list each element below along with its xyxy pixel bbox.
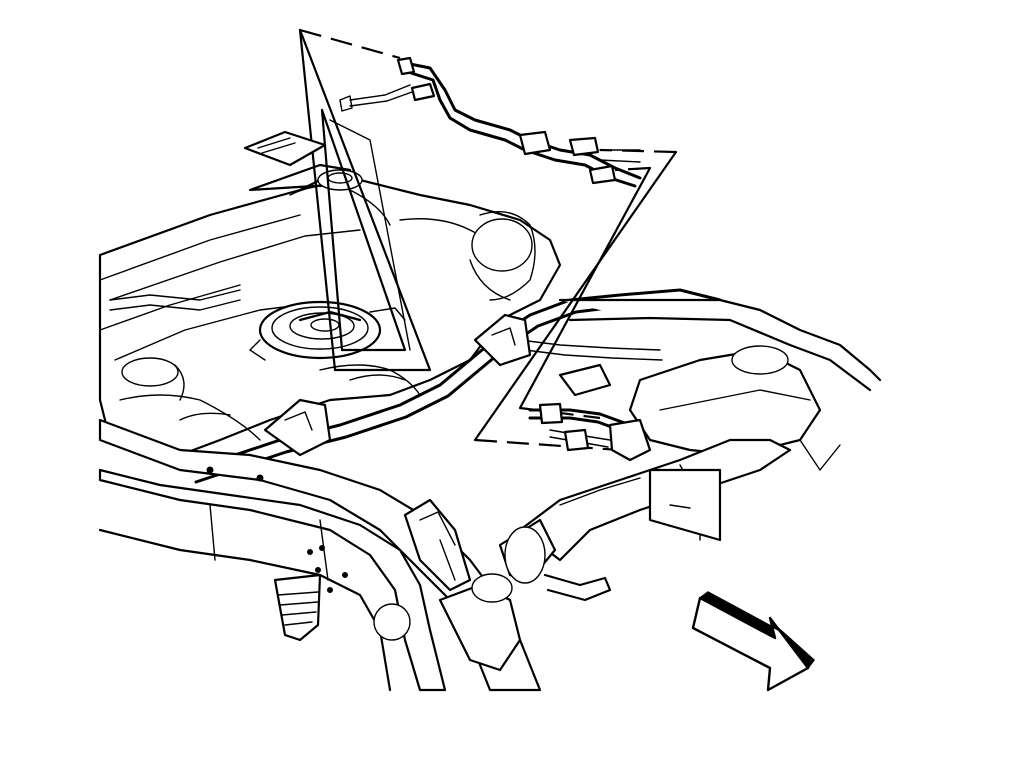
fuel-line-connector-detail xyxy=(339,56,642,188)
front-direction-arrow-icon xyxy=(691,591,815,692)
exhaust-pipe xyxy=(498,438,792,584)
callout-triangle-right xyxy=(299,28,678,452)
frame-mount-bolt xyxy=(273,573,612,642)
part-tag xyxy=(243,130,327,167)
frame-bracket xyxy=(373,498,522,672)
frame-front-rail xyxy=(558,298,882,471)
lower-line-connector-detail xyxy=(528,402,652,462)
line-brackets xyxy=(263,313,612,457)
callout-triangle-left xyxy=(298,28,432,372)
